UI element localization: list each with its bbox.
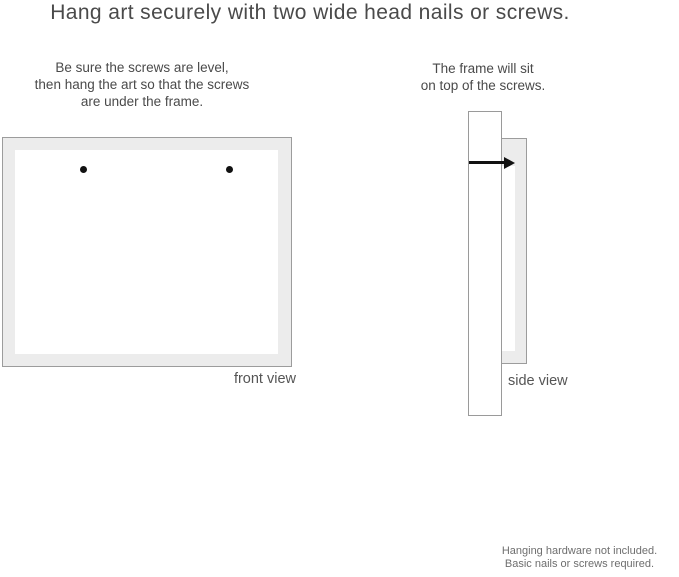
footer-note-line: Hanging hardware not included. <box>501 545 658 557</box>
footer-note-line: Basic nails or screws required. <box>504 557 655 570</box>
page-title: Hang art securely with two wide head nai… <box>50 1 570 24</box>
side-view-label: side view <box>508 373 568 389</box>
nail-head-icon <box>504 157 515 169</box>
front-view-label: front view <box>233 371 296 387</box>
front-view-frame <box>2 137 292 367</box>
side-view-frame-profile <box>501 138 527 364</box>
front-view-instruction-line: Be sure the screws are level, <box>55 60 229 75</box>
front-view-instruction: Be sure the screws are level, then hang … <box>12 59 272 110</box>
side-view-wall-slab <box>468 111 502 416</box>
footer-note: Hanging hardware not included. Basic nai… <box>480 545 679 570</box>
nail-head-left-icon <box>80 166 87 173</box>
side-view-instruction: The frame will sit on top of the screws. <box>373 60 593 94</box>
nail-head-right-icon <box>226 166 233 173</box>
nail-shaft-icon <box>469 161 506 164</box>
front-view-art-area <box>15 150 278 354</box>
front-view-instruction-line: then hang the art so that the screws <box>34 77 250 92</box>
side-view-instruction-line: The frame will sit <box>432 61 534 76</box>
side-view-art-backing <box>502 166 515 351</box>
front-view-instruction-line: are under the frame. <box>80 94 204 109</box>
side-view-instruction-line: on top of the screws. <box>420 78 546 93</box>
